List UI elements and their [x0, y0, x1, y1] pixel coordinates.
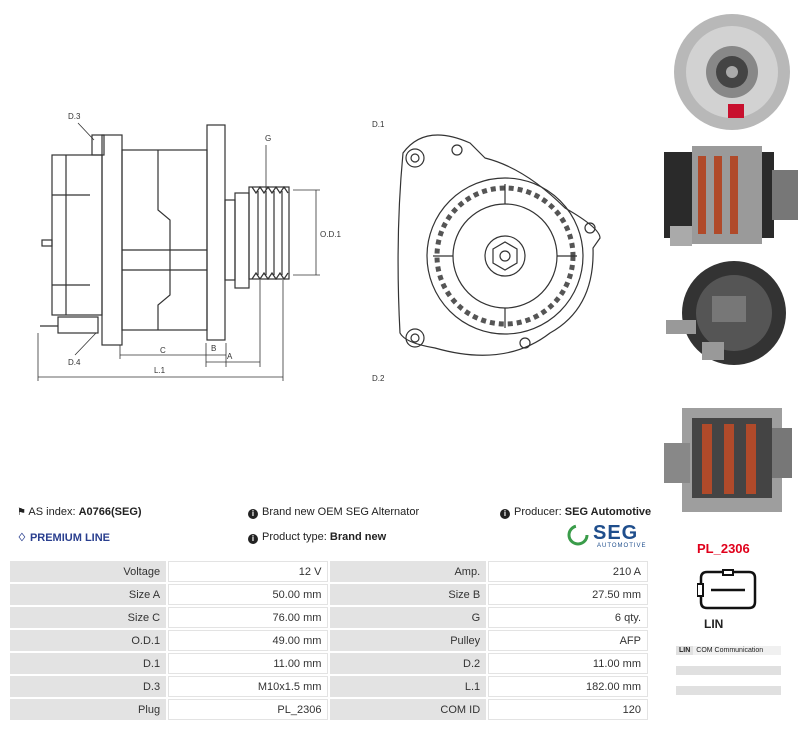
seg-logo-text: SEG: [593, 522, 639, 544]
spec-value: PL_2306: [168, 699, 329, 720]
spec-label: D.3: [10, 676, 167, 697]
label-g: G: [265, 134, 272, 143]
label-d1: D.1: [372, 120, 385, 129]
side-view-drawing: [37, 122, 320, 381]
as-index-value: A0766(SEG): [78, 506, 142, 518]
brand-new-info: i Brand new OEM SEG Alternator: [248, 506, 419, 519]
product-photo-rear[interactable]: [662, 258, 800, 368]
plug-type: LIN: [704, 617, 724, 631]
seg-logo-mark: [567, 524, 589, 546]
label-c: C: [160, 346, 166, 355]
spec-value: M10x1.5 mm: [168, 676, 329, 697]
product-photo-front[interactable]: [662, 6, 800, 134]
spec-label: Size B: [330, 584, 487, 605]
product-photo-angle[interactable]: [662, 398, 800, 520]
spec-value: 49.00 mm: [168, 630, 329, 651]
spec-label: Amp.: [330, 561, 487, 582]
spec-value: 27.50 mm: [488, 584, 648, 605]
info-icon: i: [248, 509, 258, 519]
label-od1: O.D.1: [320, 230, 341, 239]
as-index-label: AS index:: [28, 506, 76, 518]
label-a: A: [227, 352, 233, 361]
label-d3: D.3: [68, 112, 81, 121]
plug-connector-icon: [697, 569, 757, 610]
label-l1: L.1: [154, 366, 166, 375]
info-icon: i: [500, 509, 510, 519]
tag-icon: ⚑: [17, 507, 26, 518]
spec-label: L.1: [330, 676, 487, 697]
spec-label: G: [330, 607, 487, 628]
spec-label: Pulley: [330, 630, 487, 651]
legend-desc: COM Communication: [693, 646, 781, 655]
spec-label: Size C: [10, 607, 167, 628]
plug-code: PL_2306: [697, 541, 750, 556]
product-type-label: Product type:: [262, 531, 327, 543]
label-d4: D.4: [68, 358, 81, 367]
spec-value: 11.00 mm: [168, 653, 329, 674]
product-type-value: Brand new: [329, 531, 387, 543]
spec-label: O.D.1: [10, 630, 167, 651]
spec-value: 11.00 mm: [488, 653, 648, 674]
label-d2: D.2: [372, 374, 385, 383]
seg-logo: SEG AUTOMOTIVE: [567, 522, 651, 552]
seg-logo-subtext: AUTOMOTIVE: [597, 543, 647, 549]
producer-value: SEG Automotive: [564, 506, 652, 518]
spec-label: Voltage: [10, 561, 167, 582]
spec-value: 6 qty.: [488, 607, 648, 628]
label-b: B: [211, 344, 217, 353]
plug-legend-empty-row: [676, 686, 781, 695]
spec-label: D.2: [330, 653, 487, 674]
producer-label: Producer:: [514, 506, 562, 518]
brand-new-text: Brand new OEM SEG Alternator: [262, 506, 420, 518]
info-icon: i: [248, 534, 258, 544]
spec-value: 76.00 mm: [168, 607, 329, 628]
spec-value: 50.00 mm: [168, 584, 329, 605]
spec-value: 120: [488, 699, 648, 720]
spec-label: D.1: [10, 653, 167, 674]
spec-label: COM ID: [330, 699, 487, 720]
legend-code: LIN: [676, 646, 694, 655]
spec-value: 12 V: [168, 561, 329, 582]
product-type: i Product type: Brand new: [248, 531, 386, 544]
diamond-icon: ♢: [17, 532, 27, 544]
product-photo-side[interactable]: [662, 140, 800, 252]
plug-legend-row: LIN COM Communication: [676, 646, 781, 655]
spec-value: 182.00 mm: [488, 676, 648, 697]
premium-label: PREMIUM LINE: [29, 532, 110, 544]
plug-legend-empty-row: [676, 666, 781, 675]
producer: i Producer: SEG Automotive: [500, 506, 651, 519]
spec-label: Plug: [10, 699, 167, 720]
spec-value: AFP: [488, 630, 648, 651]
front-view-drawing: [397, 134, 601, 356]
spec-value: 210 A: [488, 561, 648, 582]
as-index: ⚑ AS index: A0766(SEG): [17, 506, 142, 518]
premium-line: ♢ PREMIUM LINE: [17, 531, 110, 544]
spec-label: Size A: [10, 584, 167, 605]
